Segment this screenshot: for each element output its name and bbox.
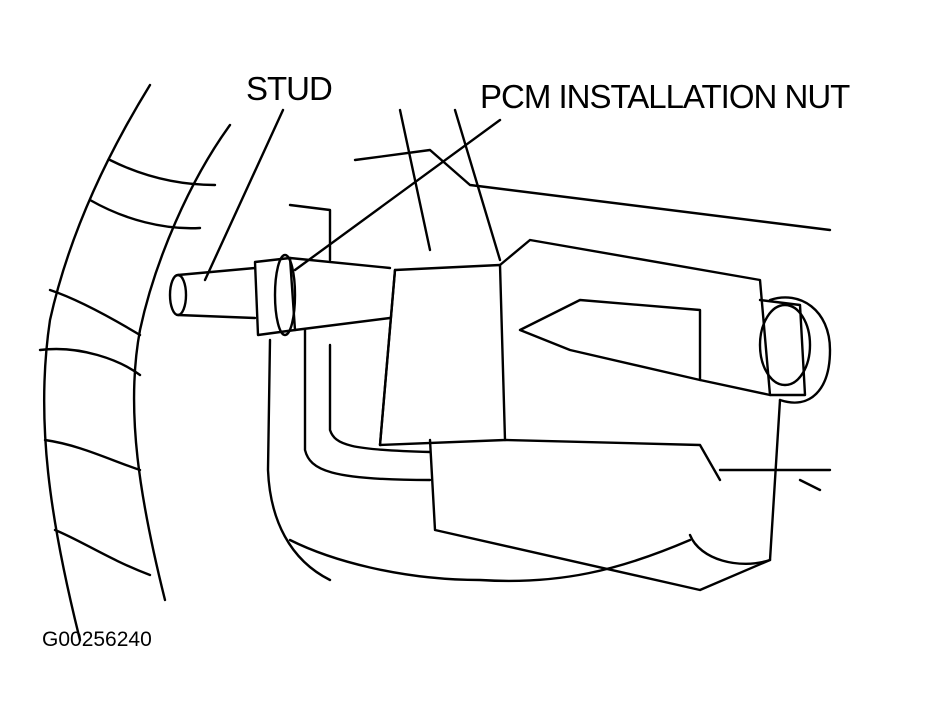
figure-code: G00256240 [42, 628, 152, 651]
leader-lines [203, 108, 502, 282]
hose [38, 83, 232, 642]
stud-label: STUD [246, 70, 333, 107]
stud-and-nut [168, 253, 392, 337]
pcm-module [353, 148, 832, 592]
pcm-installation-nut-label: PCM INSTALLATION NUT [480, 78, 850, 115]
